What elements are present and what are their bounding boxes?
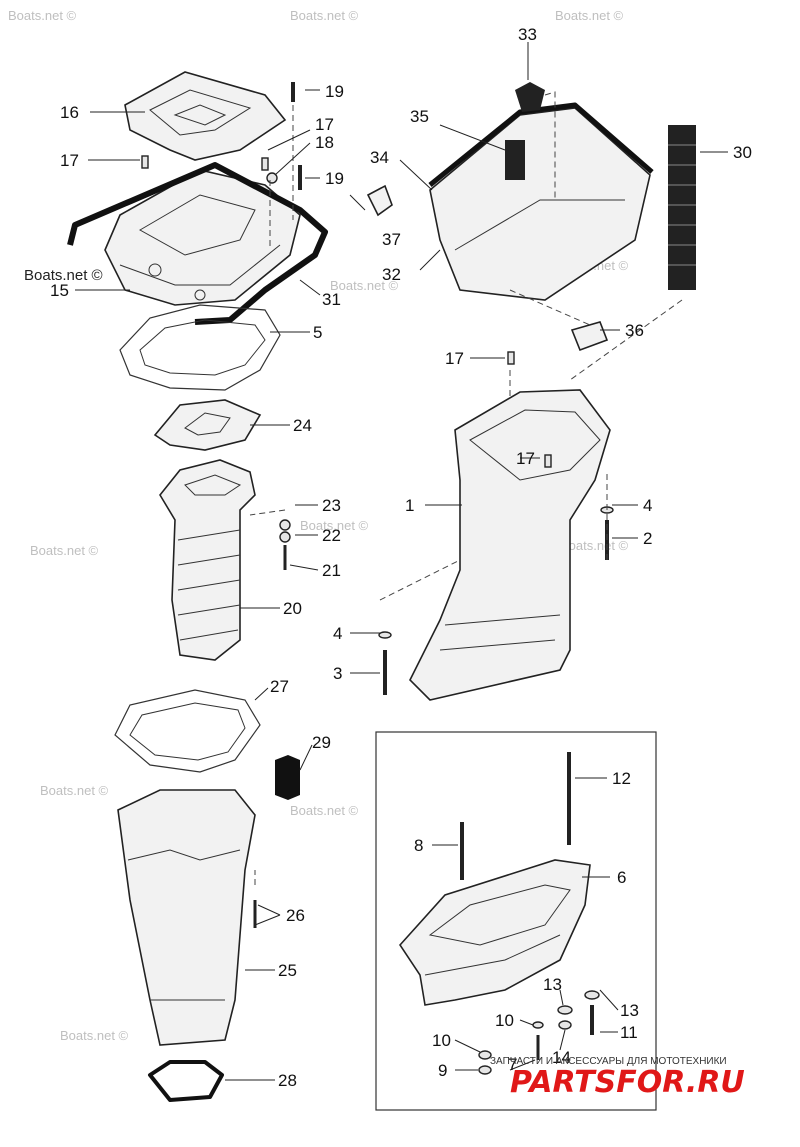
callout-23: 23: [322, 496, 341, 515]
part-31-seal: [67, 162, 328, 325]
part-6-extension: [398, 859, 591, 1006]
callout-15: 15: [50, 281, 69, 300]
watermark-9: Boats.net ©: [330, 278, 399, 293]
part-24-plate: [153, 399, 262, 451]
callout-17b: 17: [315, 115, 334, 134]
part-16-plate: [124, 71, 287, 161]
watermark-3: Boats.net ©: [555, 8, 624, 23]
part-14-washer: [558, 1020, 572, 1030]
callout-8: 8: [414, 836, 423, 855]
part-10-washer-a: [532, 1021, 544, 1029]
part-30-hose: [668, 125, 696, 290]
part-9-nut: [478, 1065, 492, 1075]
callout-21: 21: [322, 561, 341, 580]
part-17-pin-a: [141, 155, 149, 169]
part-35-pad: [505, 140, 525, 180]
callout-36: 36: [625, 321, 644, 340]
watermark-11: Boats.net ©: [60, 1028, 129, 1043]
callout-5: 5: [313, 323, 322, 342]
callout-37: 37: [382, 230, 401, 249]
watermark-1: Boats.net ©: [8, 8, 77, 23]
callout-33: 33: [518, 25, 537, 44]
callout-10b: 10: [432, 1031, 451, 1050]
callout-13a: 13: [543, 975, 562, 994]
callouts: 19 16 17 17 18 19 15 31 5 24 23 22 21 20…: [50, 25, 752, 1090]
callout-11: 11: [620, 1023, 638, 1042]
part-20-exhaust-guide: [159, 459, 256, 661]
callout-17d: 17: [516, 449, 535, 468]
callout-4a: 4: [643, 496, 652, 515]
callout-35: 35: [410, 107, 429, 126]
callout-14: 14: [552, 1048, 571, 1067]
callout-17c: 17: [445, 349, 464, 368]
callout-28: 28: [278, 1071, 297, 1090]
part-22-washer: [279, 531, 291, 543]
callout-29: 29: [312, 733, 331, 752]
part-13-washer-b: [584, 990, 600, 1000]
callout-7: 7: [508, 1055, 517, 1074]
callout-3: 3: [333, 664, 342, 683]
callout-4b: 4: [333, 624, 342, 643]
watermarks: Boats.net © Boats.net © Boats.net © Boat…: [8, 8, 629, 1043]
part-17-pin-d: [544, 454, 552, 468]
callout-9: 9: [438, 1061, 447, 1080]
part-10-washer-b: [478, 1050, 492, 1060]
callout-13b: 13: [620, 1001, 639, 1020]
part-32-cover: [428, 102, 654, 301]
callout-6: 6: [617, 868, 626, 887]
callout-27: 27: [270, 677, 289, 696]
callout-2: 2: [643, 529, 652, 548]
part-23-washer: [279, 519, 291, 531]
callout-31: 31: [322, 290, 341, 309]
part-17-pin-b: [261, 157, 269, 171]
part-28-gasket: [148, 1060, 224, 1102]
callout-1: 1: [405, 496, 414, 515]
callout-20: 20: [283, 599, 302, 618]
footer-brand-logo: PARTSFOR.RU: [510, 1065, 745, 1100]
callout-16: 16: [60, 103, 79, 122]
watermark-5: Boats.net ©: [300, 518, 369, 533]
callout-24: 24: [293, 416, 312, 435]
watermark-4: Boats.net ©: [30, 543, 99, 558]
part-5-gasket: [119, 304, 281, 391]
callout-26: 26: [286, 906, 305, 925]
callout-12: 12: [612, 769, 631, 788]
inset-frame: [375, 731, 657, 1111]
callout-10a: 10: [495, 1011, 514, 1030]
part-17-pin-c: [507, 351, 515, 365]
part-33-grommet: [515, 82, 545, 112]
callout-22: 22: [322, 526, 341, 545]
part-36-bolt: [570, 321, 609, 352]
part-1-upper-casing: [409, 389, 611, 701]
watermark-8: Boats.net ©: [290, 803, 359, 818]
part-4-washer-lower: [378, 631, 392, 639]
callout-30: 30: [733, 143, 752, 162]
footer-tagline: ЗАПЧАСТИ И АКСЕССУАРЫ ДЛЯ МОТОТЕХНИКИ: [490, 1056, 727, 1067]
part-29-seal: [275, 755, 300, 800]
leader-lines: [75, 42, 728, 1081]
part-37-cap: [366, 184, 393, 217]
watermark-2: Boats.net ©: [290, 8, 359, 23]
part-27-gasket: [114, 689, 261, 773]
callout-32: 32: [382, 265, 401, 284]
part-25-lower-cover: [117, 789, 256, 1046]
footer-branding: ЗАПЧАСТИ И АКСЕССУАРЫ ДЛЯ МОТОТЕХНИКИ PA…: [490, 1056, 745, 1100]
watermark-dark: Boats.net ©: [24, 267, 103, 284]
callout-19a: 19: [325, 82, 344, 101]
callout-18: 18: [315, 133, 334, 152]
watermark-7: Boats.net ©: [40, 783, 109, 798]
callout-25: 25: [278, 961, 297, 980]
callout-19b: 19: [325, 169, 344, 188]
callout-17a: 17: [60, 151, 79, 170]
part-15-adapter: [104, 169, 301, 306]
callout-34: 34: [370, 148, 389, 167]
watermark-6: Boats.net ©: [560, 538, 629, 553]
part-13-washer-a: [557, 1005, 573, 1015]
